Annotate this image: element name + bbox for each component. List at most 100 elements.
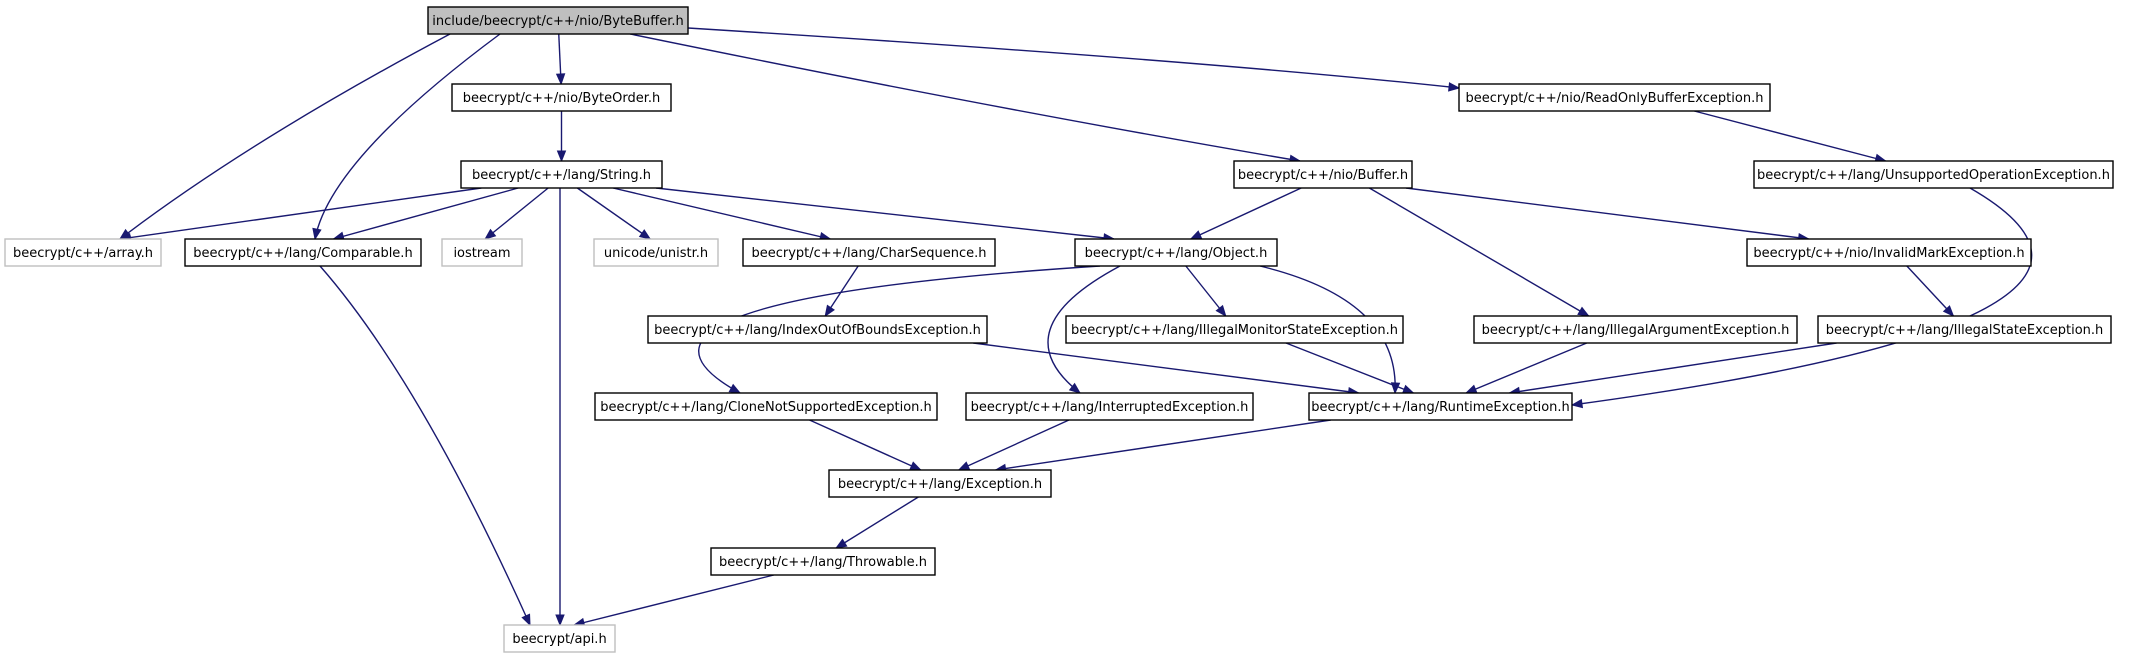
node-label: iostream (453, 246, 510, 261)
edge-root-to-comparable (312, 33, 501, 241)
edge-line (698, 265, 1101, 394)
edge-illegalarg-to-runtime (1464, 342, 1588, 394)
node-box (1065, 315, 1404, 344)
edge-buffer-to-illegalarg (1368, 187, 1590, 317)
node-box (1308, 392, 1573, 421)
edge-string-to-array (118, 187, 482, 243)
edge-line (1465, 342, 1588, 394)
node-invalidmark[interactable]: beecrypt/c++/nio/InvalidMarkException.h (1746, 238, 2032, 267)
edge-line (319, 265, 531, 626)
node-box (503, 624, 616, 653)
node-box (647, 315, 988, 344)
node-comparable[interactable]: beecrypt/c++/lang/Comparable.h (184, 238, 422, 267)
arrowhead (521, 613, 531, 627)
node-unistr: unicode/unistr.h (593, 238, 719, 267)
edge-line (809, 419, 921, 471)
node-box (1458, 83, 1771, 112)
arrowhead (1401, 384, 1415, 394)
edge-object-to-interrupted (1047, 265, 1121, 394)
edge-line (1190, 187, 1302, 240)
edge-runtime-to-exception (994, 419, 1331, 474)
node-label: beecrypt/c++/lang/Object.h (1085, 246, 1268, 261)
node-label: beecrypt/c++/lang/IndexOutOfBoundsExcept… (654, 323, 981, 338)
node-array: beecrypt/c++/array.h (4, 238, 162, 267)
arrowhead (556, 150, 567, 163)
edge-line (1571, 187, 2033, 406)
edge-line (835, 496, 919, 549)
arrowhead (909, 461, 922, 471)
node-exception[interactable]: beecrypt/c++/lang/Exception.h (828, 469, 1052, 498)
node-root[interactable]: include/beecrypt/c++/nio/ByteBuffer.h (427, 6, 689, 35)
edge-line (1906, 265, 1954, 317)
edge-line (314, 33, 501, 240)
edge-line (573, 574, 774, 626)
node-box (828, 469, 1052, 498)
node-illegalstate[interactable]: beecrypt/c++/lang/IllegalStateException.… (1817, 315, 2112, 344)
node-box (1473, 315, 1798, 344)
node-label: beecrypt/c++/array.h (13, 246, 153, 261)
node-label: beecrypt/c++/lang/InterruptedException.h (971, 400, 1249, 415)
node-readonly[interactable]: beecrypt/c++/nio/ReadOnlyBufferException… (1458, 83, 1771, 112)
nodes: include/beecrypt/c++/nio/ByteBuffer.h bee… (4, 6, 2114, 653)
node-box (441, 238, 523, 267)
edge-exception-to-throwable (834, 496, 919, 549)
node-box (593, 238, 719, 267)
node-illegalarg[interactable]: beecrypt/c++/lang/IllegalArgumentExcepti… (1473, 315, 1798, 344)
edge-object-to-illegalmonitor (1185, 265, 1227, 318)
edge-clonenot-to-exception (809, 419, 922, 471)
arrowhead (555, 614, 565, 627)
node-clonenot[interactable]: beecrypt/c++/lang/CloneNotSupportedExcep… (594, 392, 938, 421)
edges (118, 27, 2033, 628)
node-label: beecrypt/c++/lang/IllegalStateException.… (1826, 323, 2104, 338)
edge-line (333, 187, 519, 240)
node-unsupported[interactable]: beecrypt/c++/lang/UnsupportedOperationEx… (1753, 160, 2114, 189)
node-runtime[interactable]: beecrypt/c++/lang/RuntimeException.h (1308, 392, 1573, 421)
edge-line (687, 27, 1460, 89)
edge-string-to-unistr (576, 187, 652, 240)
arrowhead (1570, 398, 1584, 409)
node-interrupted[interactable]: beecrypt/c++/lang/InterruptedException.h (965, 392, 1254, 421)
edge-root-to-buffer (629, 33, 1302, 164)
edge-comparable-to-api (319, 265, 531, 627)
edge-line (119, 33, 451, 240)
edge-root-to-byteorder (555, 33, 566, 86)
arrowhead (1577, 306, 1590, 317)
node-buffer[interactable]: beecrypt/c++/nio/Buffer.h (1233, 160, 1413, 189)
node-box (427, 6, 689, 35)
edge-interrupted-to-exception (957, 419, 1070, 471)
node-box (742, 238, 996, 267)
edge-readonly-to-unsupported (1694, 110, 1887, 163)
edge-root-to-array (118, 33, 451, 240)
edge-line (629, 33, 1301, 162)
node-label: beecrypt/api.h (512, 632, 606, 647)
node-label: beecrypt/c++/lang/UnsupportedOperationEx… (1757, 168, 2110, 183)
edge-line (612, 187, 831, 240)
arrowhead (1448, 82, 1461, 92)
edge-line (1368, 187, 1589, 317)
node-label: beecrypt/c++/lang/CloneNotSupportedExcep… (600, 400, 932, 415)
node-object[interactable]: beecrypt/c++/lang/Object.h (1074, 238, 1278, 267)
node-string[interactable]: beecrypt/c++/lang/String.h (460, 160, 663, 189)
node-box (184, 238, 422, 267)
node-label: beecrypt/c++/nio/InvalidMarkException.h (1753, 246, 2024, 261)
edge-line (1047, 265, 1121, 394)
edge-line (576, 187, 651, 240)
node-label: beecrypt/c++/lang/RuntimeException.h (1311, 400, 1570, 415)
edge-line (973, 342, 1359, 394)
node-label: beecrypt/c++/nio/ByteOrder.h (463, 91, 661, 106)
node-box (451, 83, 672, 112)
node-api: beecrypt/api.h (503, 624, 616, 653)
node-charseq[interactable]: beecrypt/c++/lang/CharSequence.h (742, 238, 996, 267)
node-illegalmonitor[interactable]: beecrypt/c++/lang/IllegalMonitorStateExc… (1065, 315, 1404, 344)
node-label: unicode/unistr.h (604, 246, 708, 261)
node-byteorder[interactable]: beecrypt/c++/nio/ByteOrder.h (451, 83, 672, 112)
edge-unsupported-to-runtime (1570, 187, 2033, 409)
edge-string-to-api (555, 188, 565, 627)
arrowhead (824, 304, 835, 318)
node-throwable[interactable]: beecrypt/c++/lang/Throwable.h (710, 547, 936, 576)
node-indexoob[interactable]: beecrypt/c++/lang/IndexOutOfBoundsExcept… (647, 315, 988, 344)
arrowhead (1189, 230, 1203, 240)
node-box (1753, 160, 2114, 189)
arrowhead (484, 228, 497, 240)
